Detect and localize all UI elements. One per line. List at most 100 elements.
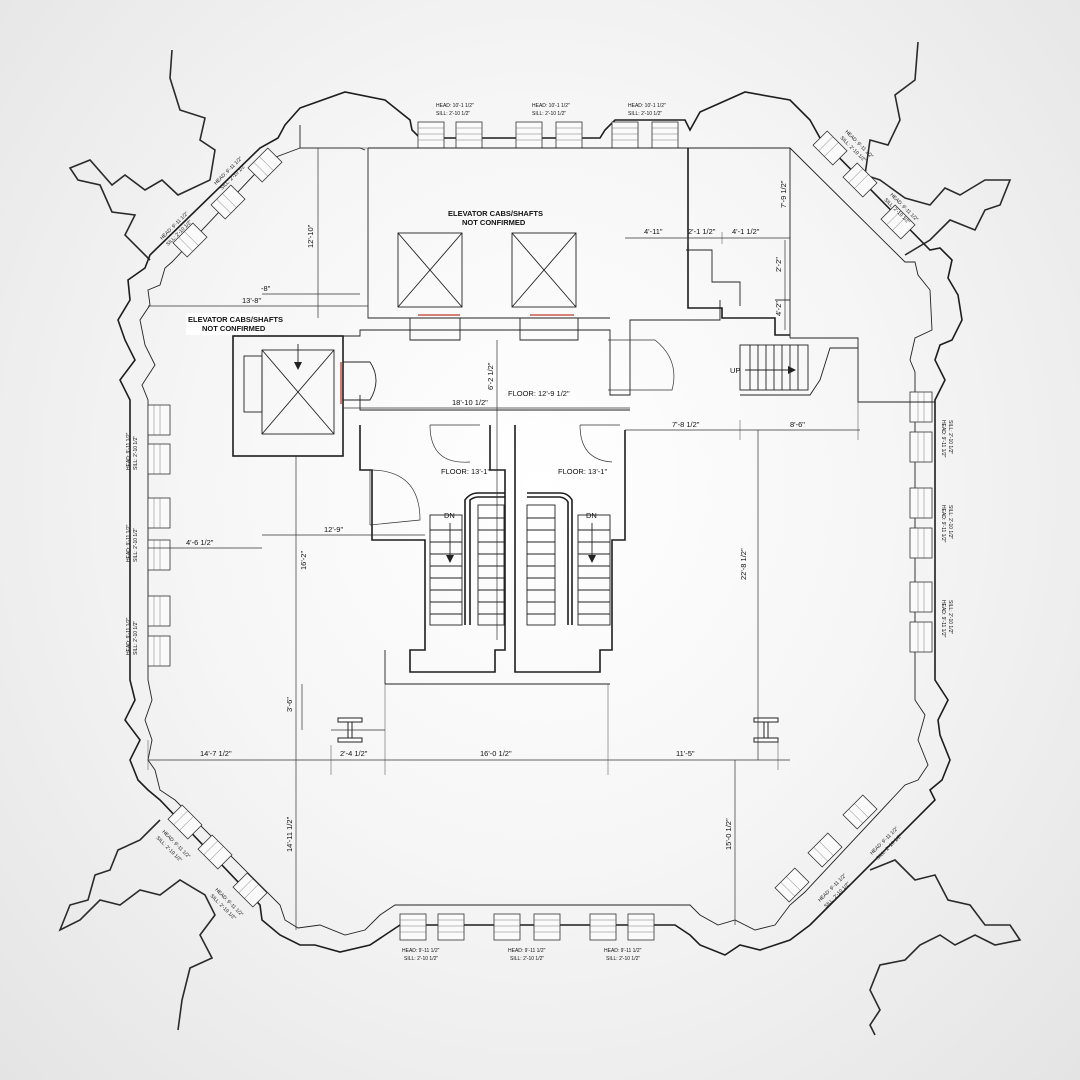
stair-left-treads <box>429 492 505 626</box>
window-head-label: HEAD: 10'-1 1/2" <box>436 103 474 109</box>
window-column <box>880 204 916 240</box>
dim-label: 4'-1 1/2" <box>732 227 760 236</box>
dim-label: 4'-6 1/2" <box>186 538 214 547</box>
exterior-wall <box>117 91 963 956</box>
stair-door-left <box>369 469 421 526</box>
dim-label: 14'-11 1/2" <box>285 816 294 852</box>
window-column <box>172 222 208 258</box>
stair-door-left-top <box>429 424 480 463</box>
window-column <box>493 913 521 941</box>
dim-label: 11'-5" <box>676 749 695 758</box>
window-sill-label: SILL: 2'-10 1/2" <box>133 436 139 470</box>
window-column <box>399 913 427 941</box>
window-column <box>651 121 679 149</box>
stair-left-handrail <box>464 492 505 625</box>
floor-height-label: FLOOR: 13'-1" <box>558 467 607 476</box>
stair-up-wall <box>740 347 858 396</box>
window-column <box>589 913 617 941</box>
window-column <box>455 121 483 149</box>
utility-partition <box>686 249 741 306</box>
window-sill-label: SILL: 2'-10 1/2" <box>133 621 139 655</box>
stair-right-run <box>577 514 611 626</box>
window-sill-label: SILL: 2'-10 1/2" <box>628 111 662 117</box>
dim-label: 8'-6" <box>790 420 805 429</box>
stair-left-handrail <box>469 496 505 625</box>
dim-label: 22'-8 1/2" <box>739 548 748 580</box>
stair-dn-label: DN <box>586 511 597 520</box>
stair-right-handrail <box>527 492 573 625</box>
window-sill-label: SILL: 2'-10 1/2" <box>947 505 953 539</box>
window-sill-label: SILL: 2'-10 1/2" <box>532 111 566 117</box>
down-arrow-icon <box>588 555 596 563</box>
break-lines <box>58 41 1022 1036</box>
stair-up-label: UP <box>730 366 740 375</box>
down-arrow-icon <box>446 555 454 563</box>
stair-right-enclosure <box>514 425 626 673</box>
dim-label: 12'-10" <box>306 224 315 248</box>
diagonal-windows <box>167 130 916 908</box>
utility-wall <box>687 148 790 336</box>
window-sill-label: SILL: 2'-10 1/2" <box>510 956 544 962</box>
stair-up <box>739 344 858 396</box>
left-windows <box>147 404 171 667</box>
lobby-wall <box>343 300 721 396</box>
stair-left-run <box>477 504 505 626</box>
dim-label: 15'-0 1/2" <box>724 818 733 850</box>
window-sill-label: SILL: 2'-10 1/2" <box>947 600 953 634</box>
window-sill-label: SILL: 2'-10 1/2" <box>947 420 953 454</box>
left-elevator-wall <box>232 335 344 457</box>
break-line-bottom-left <box>58 819 216 1031</box>
window-head-label: HEAD: 9'-11 1/2" <box>126 617 132 655</box>
window-column <box>774 867 810 903</box>
window-column <box>909 431 933 463</box>
diagonal-window-labels: HEAD: 9'-11 1/2" SILL: 2'-10 1/2" HEAD: … <box>155 129 920 922</box>
elevator-label: ELEVATOR CABS/SHAFTS <box>188 315 283 324</box>
window-sill-label: SILL: 2'-10 1/2" <box>606 956 640 962</box>
stair-door-right-top <box>579 424 620 463</box>
elevator-lobby-niche <box>409 318 461 341</box>
lobby-door-arc <box>343 361 377 401</box>
elevator-left-label-bg <box>186 313 264 335</box>
core <box>232 147 935 743</box>
window-column <box>210 184 246 220</box>
window-sill-label: SILL: 2'-10 1/2" <box>133 528 139 562</box>
dim-label: 16'-0 1/2" <box>480 749 512 758</box>
window-column <box>197 834 233 870</box>
elevator-lobby-niche <box>519 318 579 341</box>
stair-right-run <box>526 504 556 626</box>
dim-label: 2'-4 1/2" <box>340 749 368 758</box>
window-column <box>147 443 171 475</box>
stair-left-run <box>429 514 463 626</box>
elevator-shaft-1 <box>397 232 463 308</box>
dim-label: 2'-1 1/2" <box>688 227 716 236</box>
floor-height-label: FLOOR: 13'-1" <box>441 467 490 476</box>
window-column <box>555 121 583 149</box>
elevator-label: ELEVATOR CABS/SHAFTS <box>448 209 543 218</box>
window-column <box>812 130 848 166</box>
left-window-labels: HEAD: 9'-11 1/2" SILL: 2'-10 1/2" HEAD: … <box>126 432 139 655</box>
window-head-label: HEAD: 9'-11 1/2" <box>940 600 946 638</box>
dim-label: -8" <box>261 284 271 293</box>
window-head-label: HEAD: 9'-11 1/2" <box>508 948 546 954</box>
break-line-top-right <box>864 41 1012 256</box>
down-arrow-icon <box>294 362 302 370</box>
window-head-label: HEAD: 9'-11 1/2" <box>126 524 132 562</box>
window-column <box>909 391 933 423</box>
elevator-label: NOT CONFIRMED <box>202 324 266 333</box>
window-head-label: HEAD: 9'-11 1/2" <box>126 432 132 470</box>
bottom-windows <box>399 913 655 941</box>
window-column <box>147 404 171 436</box>
window-sill-label: SILL: 2'-10 1/2" <box>404 956 438 962</box>
elevator-x <box>511 232 577 308</box>
elevator-x <box>261 349 335 435</box>
window-column <box>533 913 561 941</box>
window-column <box>147 595 171 627</box>
bottom-window-labels: HEAD: 9'-11 1/2" SILL: 2'-10 1/2" HEAD: … <box>402 948 642 962</box>
window-sill-label: SILL: 2'-10 1/2" <box>436 111 470 117</box>
left-elevator-pit <box>243 355 263 413</box>
elevator-x <box>397 232 463 308</box>
window-head-label: HEAD: 9'-11 1/2" <box>940 420 946 458</box>
room-labels: ELEVATOR CABS/SHAFTS NOT CONFIRMED ELEVA… <box>186 209 740 520</box>
window-head-label: HEAD: 9'-11 1/2" <box>402 948 440 954</box>
